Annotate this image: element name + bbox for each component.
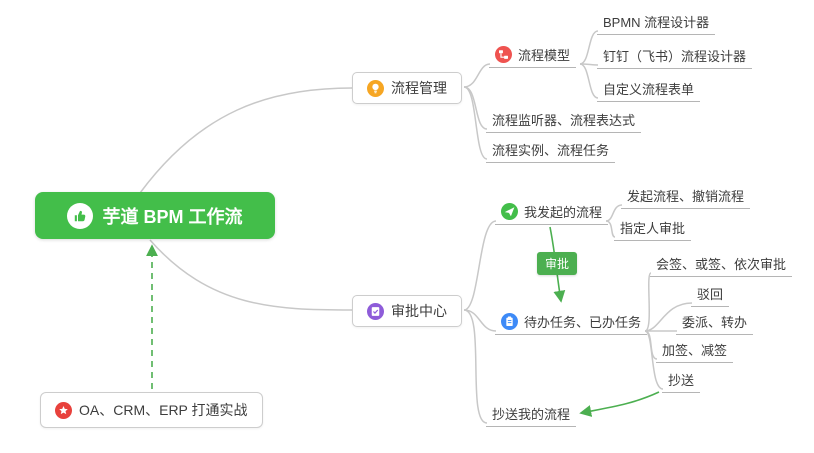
topic-label: 指定人审批 [620,221,686,236]
topic-label: 流程管理 [391,80,447,96]
topic-oa-crm-erp[interactable]: OA、CRM、ERP 打通实战 [40,392,263,428]
topic-custom-form[interactable]: 自定义流程表单 [597,77,701,102]
topic-approval-center[interactable]: 审批中心 [352,295,462,327]
topic-label: 会签、或签、依次审批 [656,257,787,272]
topic-label: 加签、减签 [662,343,728,358]
topic-listener-expression[interactable]: 流程监听器、流程表达式 [486,108,642,133]
topic-add-remove-sign[interactable]: 加签、减签 [656,338,734,363]
topic-label: 待办任务、已办任务 [524,315,642,330]
lightbulb-icon [367,79,384,97]
topic-reject[interactable]: 驳回 [691,282,730,307]
clipboard-icon [501,313,518,330]
topic-label: 流程实例、流程任务 [492,143,610,158]
topic-my-initiated[interactable]: 我发起的流程 [495,200,609,225]
topic-assignee-approval[interactable]: 指定人审批 [614,216,692,241]
topic-dingtalk-designer[interactable]: 钉钉（飞书）流程设计器 [597,44,753,69]
topic-initiate-cancel[interactable]: 发起流程、撤销流程 [621,184,751,209]
approval-relation-badge[interactable]: 审批 [537,252,578,275]
topic-delegate-transfer[interactable]: 委派、转办 [676,310,754,335]
topic-label: 抄送 [668,373,695,388]
root-topic-label: 芋道 BPM 工作流 [102,206,243,227]
topic-countersign[interactable]: 会签、或签、依次审批 [650,252,793,277]
topic-label: OA、CRM、ERP 打通实战 [79,402,248,418]
topic-label: 审批中心 [391,303,447,319]
star-icon [55,401,72,419]
root-topic[interactable]: 芋道 BPM 工作流 [35,192,275,239]
topic-label: 委派、转办 [682,315,748,330]
topic-label: 驳回 [697,287,724,302]
topic-todo-done[interactable]: 待办任务、已办任务 [495,310,648,335]
topic-bpmn-designer[interactable]: BPMN 流程设计器 [597,10,716,35]
thumbs-up-icon [67,202,94,229]
topic-label: 我发起的流程 [524,205,603,220]
flow-model-icon [495,46,512,63]
badge-label: 审批 [545,257,570,271]
topic-label: 自定义流程表单 [603,82,695,97]
topic-cc-my-process[interactable]: 抄送我的流程 [486,402,577,427]
topic-instance-task[interactable]: 流程实例、流程任务 [486,138,616,163]
topic-label: 流程模型 [518,48,571,63]
topic-label: 抄送我的流程 [492,407,571,422]
cc-relation-arrow [579,391,660,417]
topic-cc[interactable]: 抄送 [662,368,701,393]
topic-label: 钉钉（飞书）流程设计器 [603,49,747,64]
topic-label: 发起流程、撤销流程 [627,189,745,204]
topic-process-mgmt[interactable]: 流程管理 [352,72,462,104]
topic-label: 流程监听器、流程表达式 [492,113,636,128]
topic-label: BPMN 流程设计器 [603,15,710,30]
paper-plane-icon [501,203,518,220]
topic-process-model[interactable]: 流程模型 [489,43,577,68]
checklist-icon [367,302,384,320]
